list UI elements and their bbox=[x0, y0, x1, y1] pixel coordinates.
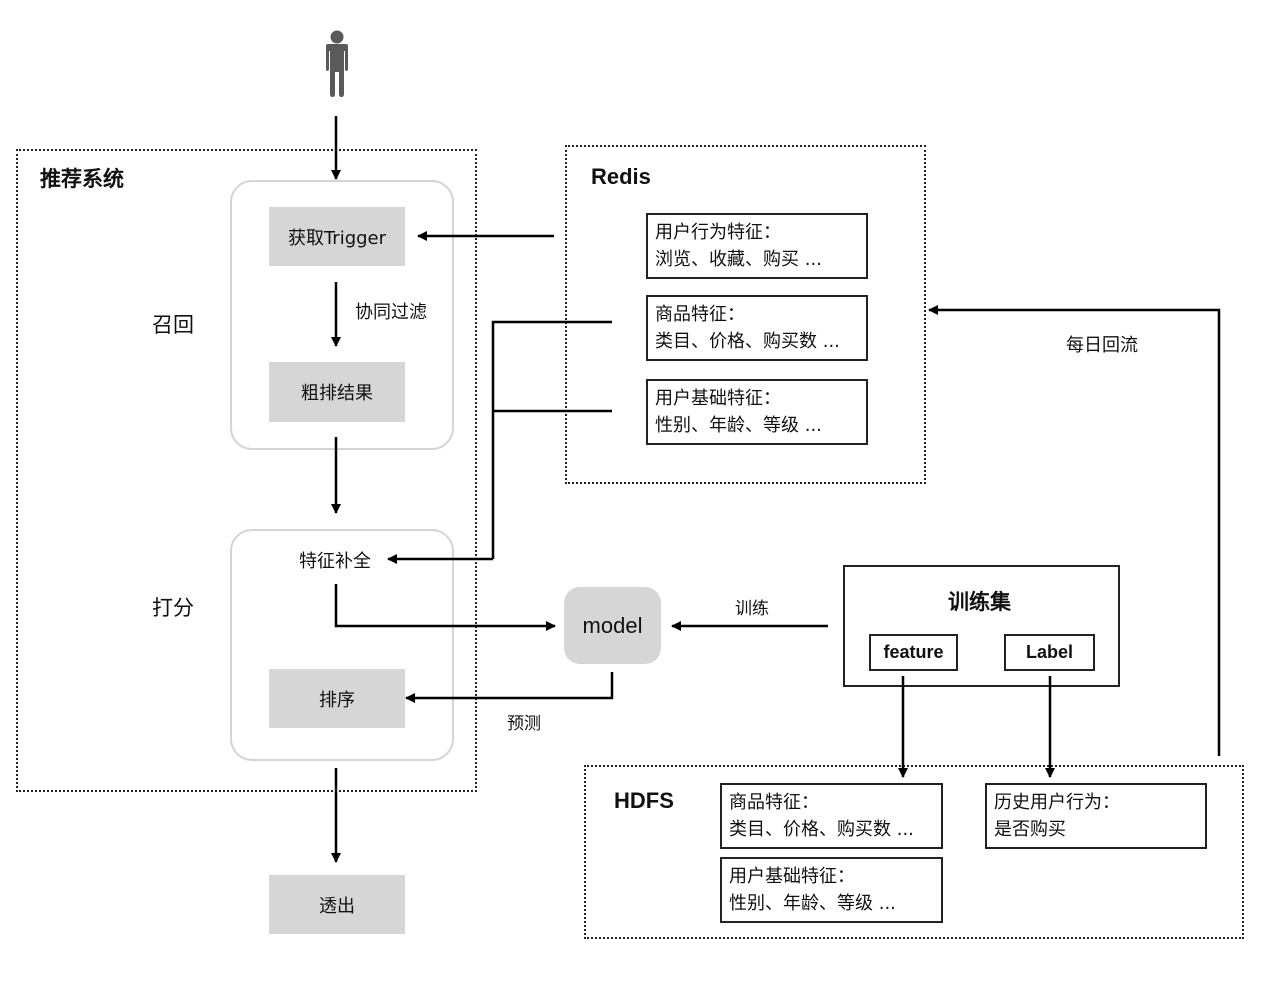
recommender-system-container bbox=[16, 149, 477, 792]
ranking-box: 排序 bbox=[269, 669, 405, 728]
box-line-2: 类目、价格、购买数 ... bbox=[729, 819, 914, 840]
redis-user-basic-features: 用户基础特征： 性别、年龄、等级 ... bbox=[646, 379, 868, 445]
training-label-box: Label bbox=[1004, 634, 1095, 671]
recall-stage-label: 召回 bbox=[152, 313, 194, 337]
train-label: 训练 bbox=[735, 599, 769, 619]
redis-title: Redis bbox=[591, 164, 651, 189]
training-set-title: 训练集 bbox=[948, 590, 1011, 614]
predict-label: 预测 bbox=[507, 714, 541, 734]
box-line-1: 商品特征： bbox=[729, 792, 819, 813]
box-line-1: 用户基础特征： bbox=[729, 866, 855, 887]
person-icon bbox=[326, 30, 348, 97]
box-line-1: 用户基础特征： bbox=[655, 388, 781, 409]
get-trigger-box: 获取Trigger bbox=[269, 207, 405, 266]
model-node: model bbox=[564, 587, 661, 664]
hdfs-container bbox=[584, 765, 1244, 939]
scoring-stage-box bbox=[230, 529, 454, 761]
recommender-system-title: 推荐系统 bbox=[40, 167, 124, 191]
box-line-2: 是否购买 bbox=[994, 819, 1066, 840]
scoring-stage-label: 打分 bbox=[152, 596, 194, 620]
collaborative-filtering-label: 协同过滤 bbox=[355, 302, 427, 323]
hdfs-item-features: 商品特征： 类目、价格、购买数 ... bbox=[720, 783, 943, 849]
redis-container bbox=[565, 145, 926, 484]
box-line-1: 商品特征： bbox=[655, 304, 745, 325]
feature-completion-label: 特征补全 bbox=[299, 551, 371, 572]
hdfs-title: HDFS bbox=[614, 788, 674, 813]
hdfs-historical-user-behavior: 历史用户行为： 是否购买 bbox=[985, 783, 1207, 849]
coarse-ranking-result-box: 粗排结果 bbox=[269, 362, 405, 422]
hdfs-user-basic-features: 用户基础特征： 性别、年龄、等级 ... bbox=[720, 857, 943, 923]
box-line-2: 性别、年龄、等级 ... bbox=[729, 893, 896, 914]
output-box: 透出 bbox=[269, 875, 405, 934]
box-line-2: 浏览、收藏、购买 ... bbox=[655, 249, 822, 270]
training-feature-box: feature bbox=[869, 634, 958, 671]
box-line-1: 历史用户行为： bbox=[994, 792, 1120, 813]
redis-user-behavior-features: 用户行为特征： 浏览、收藏、购买 ... bbox=[646, 213, 868, 279]
box-line-2: 类目、价格、购买数 ... bbox=[655, 331, 840, 352]
redis-item-features: 商品特征： 类目、价格、购买数 ... bbox=[646, 295, 868, 361]
arrow-daily-backflow bbox=[928, 305, 1221, 756]
recall-stage-box bbox=[230, 180, 454, 450]
box-line-1: 用户行为特征： bbox=[655, 222, 781, 243]
daily-backflow-label: 每日回流 bbox=[1066, 335, 1138, 356]
box-line-2: 性别、年龄、等级 ... bbox=[655, 415, 822, 436]
